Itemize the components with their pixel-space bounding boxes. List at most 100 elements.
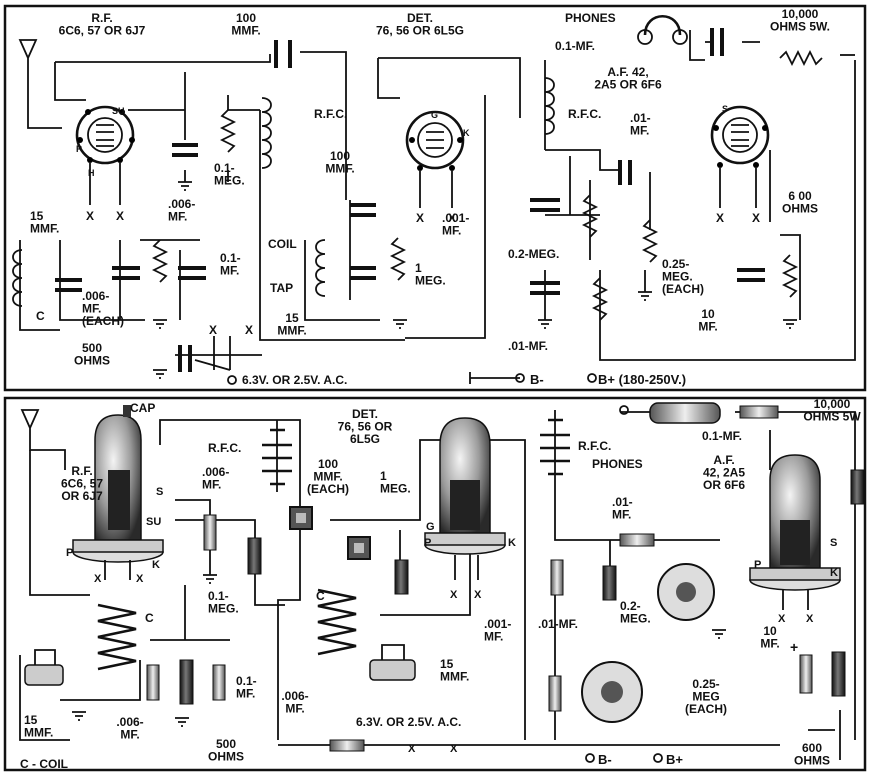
label-p-phones: PHONES: [592, 457, 643, 471]
label-af-tube: A.F. 42,2A5 OR 6F6: [594, 65, 662, 92]
label-p-cap-006-bottom: .006-MF.: [281, 689, 308, 716]
trimmer-caps-pictorial: [24, 644, 416, 686]
label-pin-p: P: [76, 144, 82, 154]
pictorial-antenna-icon: [20, 409, 66, 470]
schematic-terminals: [227, 372, 597, 385]
schematic-resistors: [151, 49, 823, 321]
label-p-x-det-2: X: [474, 589, 482, 601]
af-tube-symbol: [710, 105, 770, 208]
label-pin-su: SU: [112, 106, 125, 116]
label-p-pin-g: G: [426, 521, 435, 533]
label-p-pin-s-rf: S: [156, 486, 163, 498]
label-p-pin-su: SU: [146, 516, 161, 528]
rf-tube-symbol: [75, 105, 135, 205]
label-p-pin-p-af: P: [754, 559, 761, 571]
label-det-tube: DET.76, 56 OR 6L5G: [376, 11, 464, 38]
schematic-grounds: [153, 181, 797, 379]
label-p-res-01meg: 0.1-MEG.: [208, 589, 239, 616]
label-x-det-1: X: [416, 211, 424, 225]
label-p-pin-s-af: S: [830, 537, 837, 549]
label-x-af-1: X: [716, 211, 724, 225]
label-pin-s: S: [722, 104, 728, 114]
label-rfc-1: R.F.C.: [314, 107, 347, 121]
label-cap-01-mf: 0.1-MF.: [220, 251, 241, 278]
label-p-coil-c-left: C: [316, 589, 325, 603]
label-heater: 6.3V. OR 2.5V. A.C.: [242, 373, 347, 387]
label-pin-h: H: [88, 168, 95, 178]
schematic-wiring: [19, 30, 856, 371]
label-p-c-coil: C - COIL: [20, 757, 68, 771]
label-p-pin-p-det: P: [424, 537, 431, 549]
det-tube-symbol: [405, 110, 465, 208]
label-p-rfc-2: R.F.C.: [578, 439, 611, 453]
pictorial-components: [146, 402, 865, 752]
pictorial-grounds: [72, 574, 726, 727]
schematic-coils: [12, 77, 555, 307]
label-x-af-2: X: [752, 211, 760, 225]
rfc-pictorial: [262, 410, 570, 492]
label-rfc-2: R.F.C.: [568, 107, 601, 121]
label-p-x-rf-1: X: [94, 573, 102, 585]
label-p-pin-k-rf: K: [152, 559, 160, 571]
label-coil-c: C: [36, 309, 45, 323]
label-p-cap-006-screen: .006-MF.: [202, 465, 229, 492]
label-p-x-heater-2: X: [450, 743, 458, 755]
label-res-025meg: 0.25-MEG.(EACH): [662, 257, 704, 296]
label-rf-tube: R.F.6C6, 57 OR 6J7: [59, 11, 146, 38]
label-tap: TAP: [270, 281, 293, 295]
label-res-02meg: 0.2-MEG.: [508, 247, 559, 261]
label-x-rf-2: X: [116, 209, 124, 223]
label-p-cap-001: .001-MF.: [484, 617, 511, 644]
label-p-pin-k-af: K: [830, 567, 838, 579]
label-cap-01-bypass: .01-MF.: [508, 339, 548, 353]
label-cap-001: .001-MF.: [442, 211, 469, 238]
label-p-plus: +: [790, 639, 798, 655]
label-p-x-heater-1: X: [408, 743, 416, 755]
label-p-cap-01-right: 0.1-MF.: [236, 674, 257, 701]
label-b-minus: B-: [530, 372, 544, 387]
label-pin-g: G: [431, 110, 438, 120]
schematic-capacitors: [55, 28, 765, 372]
pictorial-terminals: [585, 405, 663, 763]
label-p-cap: CAP: [130, 401, 155, 415]
label-x-det-2: X: [448, 211, 456, 225]
label-p-coil-c-right: C: [145, 611, 154, 625]
rf-tube-pictorial: [72, 405, 164, 580]
det-tube-pictorial: [424, 417, 506, 580]
label-p-cap-01-phones: 0.1-MF.: [702, 429, 742, 443]
label-p-x-rf-2: X: [136, 573, 144, 585]
label-x-rf-1: X: [86, 209, 94, 223]
label-phones: PHONES: [565, 11, 616, 25]
label-cap-006-screen: .006-MF.: [168, 197, 195, 224]
label-pin-k: K: [463, 128, 470, 138]
label-coil: COIL: [268, 237, 297, 251]
label-p-x-af-1: X: [778, 613, 786, 625]
label-p-b-minus: B-: [598, 752, 612, 767]
label-p-x-det-1: X: [450, 589, 458, 601]
label-p-heater: 6.3V. OR 2.5V. A.C.: [356, 715, 461, 729]
label-p-cap-01-coupling: .01-MF.: [612, 495, 633, 522]
label-b-plus: B+ (180-250V.): [598, 372, 686, 387]
label-x-heater-2: X: [245, 323, 253, 337]
label-p-x-af-2: X: [806, 613, 814, 625]
